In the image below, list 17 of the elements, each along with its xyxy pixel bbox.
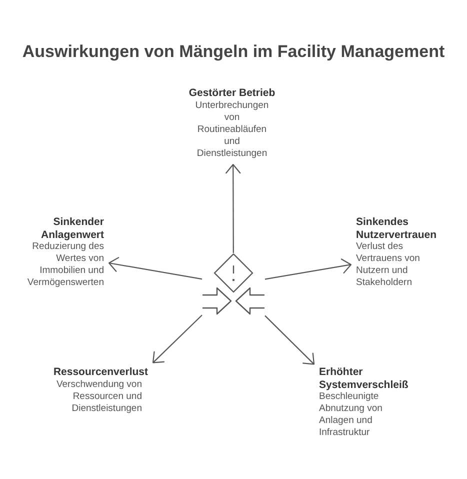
node-description: Unterbrechungen von Routineabläufen und Dienstleistungen bbox=[194, 100, 270, 160]
arrow bbox=[264, 315, 315, 365]
arrow bbox=[264, 258, 352, 280]
node-heading: Sinkendes Nutzervertrauen bbox=[356, 216, 438, 241]
node-heading: Sinkender Anlagenwert bbox=[40, 216, 104, 241]
node-heading: Ressourcenverlust bbox=[52, 366, 148, 378]
arrow bbox=[152, 314, 202, 364]
node-description: Beschleunigte Abnutzung von Anlagen und Infrastruktur bbox=[319, 391, 384, 439]
arrow bbox=[108, 257, 202, 280]
diagram-title: Auswirkungen von Mängeln im Facility Management bbox=[22, 42, 445, 62]
node-description: Verschwendung von Ressourcen und Dienstleistungen bbox=[55, 378, 142, 414]
node-heading: Erhöhter Systemverschleiß bbox=[319, 366, 410, 391]
node-description: Reduzierung des Wertes von Immobilien und Vermögenswerten bbox=[26, 241, 104, 289]
arrow bbox=[226, 164, 241, 253]
warning-icon bbox=[202, 253, 265, 316]
node-description: Verlust des Vertrauens von Nutzern und Stakeholdern bbox=[356, 241, 421, 289]
node-heading: Gestörter Betrieb bbox=[188, 87, 276, 100]
